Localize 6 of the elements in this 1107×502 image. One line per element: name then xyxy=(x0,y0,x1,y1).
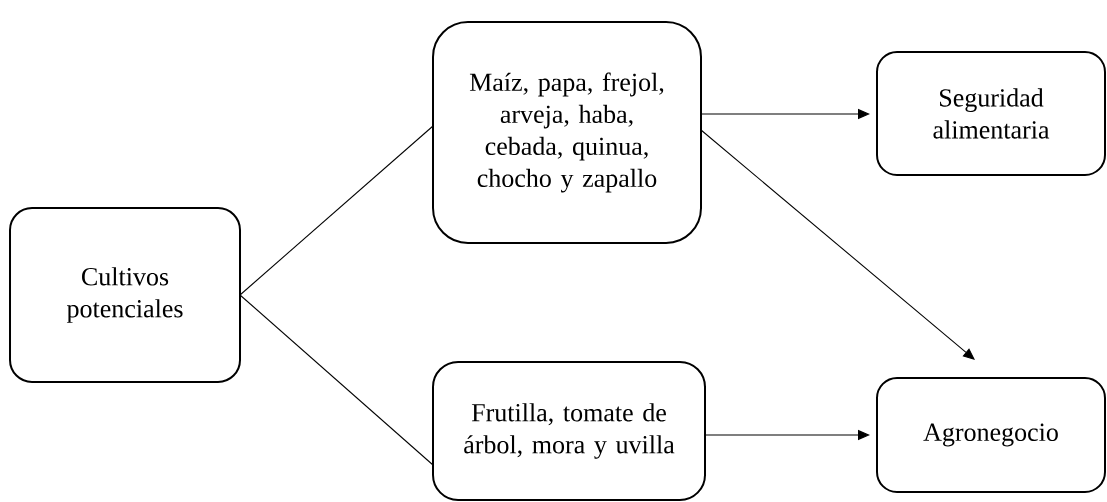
process-box: Frutilla, tomate de árbol, mora y uvilla xyxy=(432,361,706,501)
process-box: Maíz, papa, frejol, arveja, haba, cebada, quinua, chocho y zapallo xyxy=(432,21,702,244)
arrow xyxy=(700,129,975,360)
process-box: Seguridad alimentaria xyxy=(876,51,1106,176)
process-box: Agronegocio xyxy=(876,377,1106,493)
process-box: Cultivos potenciales xyxy=(9,207,241,383)
